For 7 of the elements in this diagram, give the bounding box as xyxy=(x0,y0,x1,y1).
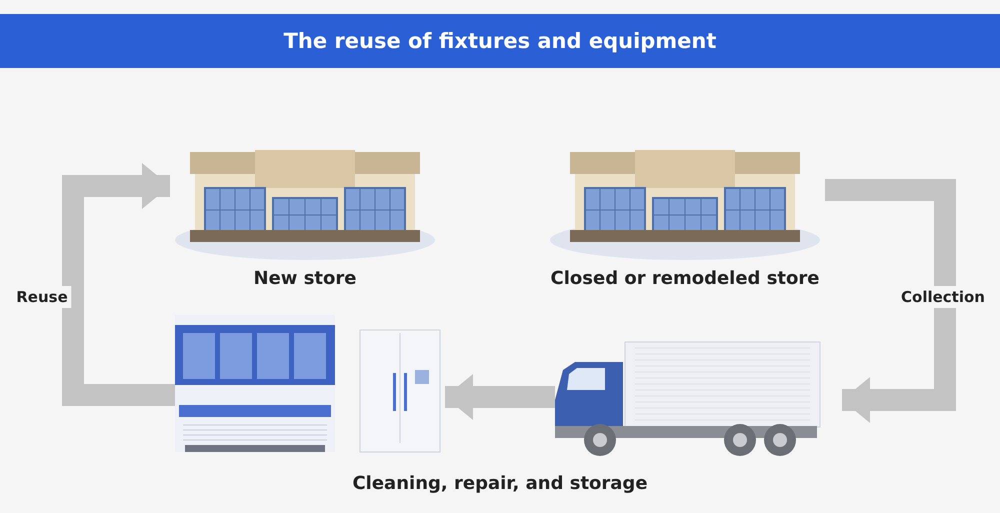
stage-caption: Cleaning, repair, and storage xyxy=(352,473,648,494)
store-caption: Closed or remodeled store xyxy=(550,268,820,289)
arrow xyxy=(62,163,175,406)
title-text: The reuse of fixtures and equipment xyxy=(282,28,718,55)
arrow xyxy=(825,179,956,423)
arrow xyxy=(445,374,555,420)
store-caption: New store xyxy=(252,268,358,289)
